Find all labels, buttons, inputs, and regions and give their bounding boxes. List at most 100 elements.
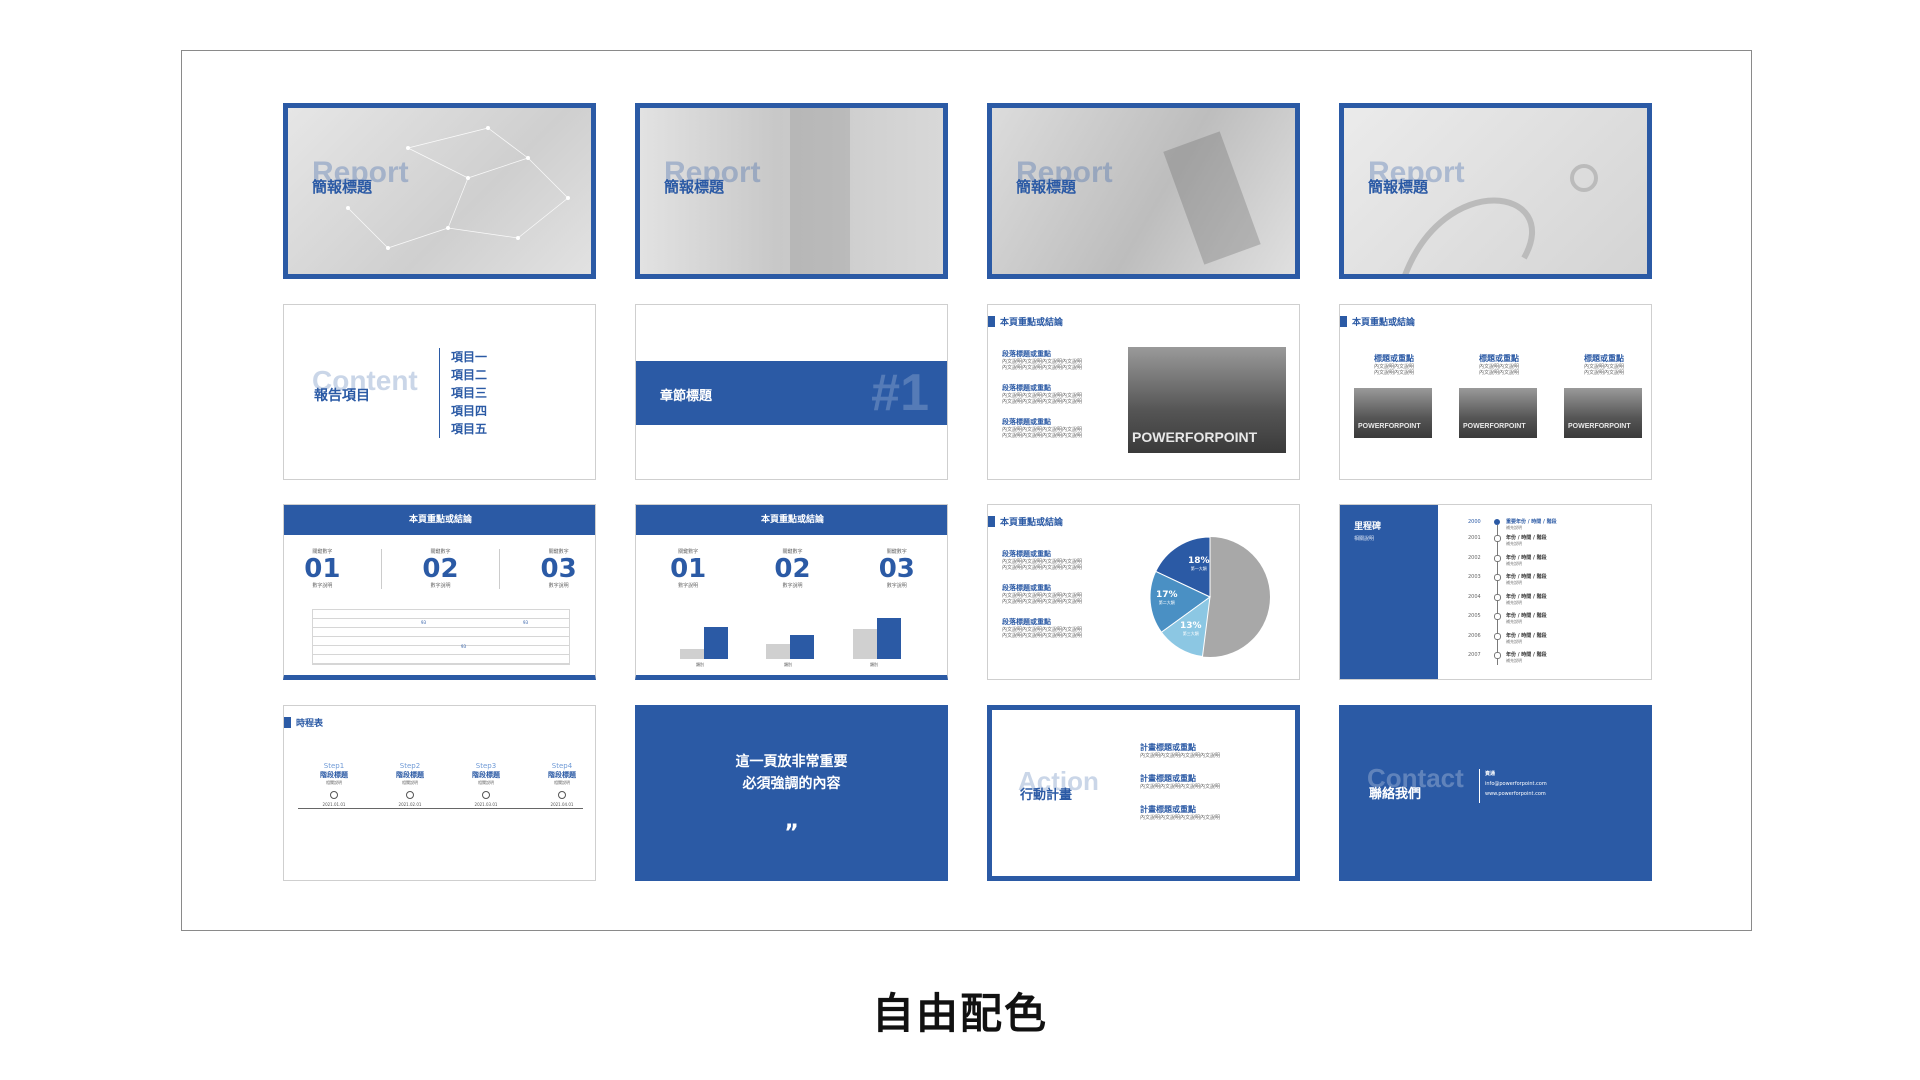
- pie-slice-label: 第二大類: [1158, 600, 1175, 605]
- timeline-text: 年份 / 時間 / 階段: [1506, 632, 1547, 639]
- step-date: 2021.01.01: [322, 802, 346, 807]
- quote-slide[interactable]: 這一頁放非常重要 必須強調的內容 ”: [635, 705, 948, 881]
- timeline-dot: [1494, 519, 1500, 525]
- number-label: 關鍵數字: [886, 549, 907, 555]
- contact-website[interactable]: www.powerforpoint.com: [1485, 791, 1546, 797]
- paragraph-title: 段落標題或重點: [1002, 384, 1051, 392]
- header-mark: [988, 516, 995, 527]
- paragraph-block: 段落標題或重點 內文說明內文說明內文說明內文說明 內文說明內文說明內文說明內文說…: [1002, 583, 1112, 605]
- slide-header: 本頁重點或結論: [988, 515, 1063, 528]
- paragraph-text: 內文說明內文說明內文說明內文說明: [1002, 427, 1083, 433]
- key-number: 01: [670, 554, 707, 584]
- timeline-year: 2003: [1468, 574, 1481, 580]
- contact-title: 聯絡我們: [1369, 787, 1422, 802]
- bar-label: 類別: [784, 662, 792, 667]
- paragraph-text: 內文說明內文說明內文說明內文說明: [1002, 633, 1083, 639]
- mini-bar-chart: [680, 618, 901, 659]
- pie-chart-slide[interactable]: 本頁重點或結論 段落標題或重點 內文說明內文說明內文說明內文說明 內文說明內文說…: [987, 504, 1300, 680]
- number-desc: 數字說明: [548, 583, 569, 589]
- cover-title: 簡報標題: [1016, 178, 1077, 196]
- three-column-slide[interactable]: 本頁重點或結論 標題或重點 內文說明內文說明 內文說明內文說明 POWERFOR…: [1339, 304, 1652, 480]
- timeline-text: 年份 / 時間 / 階段: [1506, 554, 1547, 561]
- divider: [380, 549, 382, 589]
- paragraph-title: 段落標題或重點: [1002, 618, 1051, 626]
- column: 標題或重點 內文說明內文說明 內文說明內文說明 POWERFORPOINT: [1564, 353, 1644, 438]
- column-text: 內文說明內文說明: [1373, 370, 1414, 376]
- action-item-text: 內文說明內文說明內文說明內文說明: [1140, 784, 1221, 790]
- pie-chart: [1149, 536, 1270, 658]
- timeline-note: 補充說明: [1506, 658, 1522, 663]
- key-number: 02: [774, 554, 811, 584]
- slide-header-band: 本頁重點或結論: [284, 505, 595, 535]
- timeline-year: 2002: [1468, 554, 1481, 561]
- bar-label: 類別: [696, 662, 704, 667]
- tablet-background-image: [992, 108, 1295, 274]
- pie-slice-label: 第三大類: [1182, 631, 1199, 636]
- contact-email[interactable]: info@powerforpoint.com: [1485, 781, 1547, 787]
- step-date: 2021.04.01: [550, 802, 574, 807]
- cover-slide-network[interactable]: Report 簡報標題: [283, 103, 596, 279]
- column: 標題或重點 內文說明內文說明 內文說明內文說明 POWERFORPOINT: [1354, 353, 1434, 438]
- timeline-text: 重要年份 / 時間 / 階段: [1506, 519, 1557, 525]
- cover-slide-stethoscope[interactable]: Report 簡報標題: [1339, 103, 1652, 279]
- stethoscope-background-image: [1344, 108, 1647, 274]
- column-photo: POWERFORPOINT: [1459, 388, 1537, 438]
- photo-caption: POWERFORPOINT: [1358, 423, 1421, 430]
- timeline-dot: [1494, 593, 1501, 601]
- contact-slide[interactable]: Contact 聯絡我們 資通 info@powerforpoint.com w…: [1339, 705, 1652, 881]
- timeline-dot: [1494, 613, 1501, 620]
- bar-gray: [680, 649, 704, 659]
- number-desc: 數字說明: [782, 583, 803, 589]
- cover-slide-business[interactable]: Report 簡報標題: [635, 103, 948, 279]
- content-ghost-text: Content: [312, 365, 418, 396]
- timeline-dot: [1494, 574, 1501, 581]
- content-item: 項目五: [451, 422, 488, 436]
- number-label: 關鍵數字: [782, 549, 803, 555]
- data-table: 93 93 93: [312, 609, 570, 665]
- chapter-slide[interactable]: 章節標題 #1: [635, 304, 948, 480]
- key-number: 03: [878, 554, 915, 584]
- slides-thumbnail-frame: Report 簡報標題 Report 簡報標題 Report 簡報標題 Repo…: [181, 50, 1752, 931]
- timeline-dot: [1494, 652, 1501, 659]
- cover-ghost-text: Report: [312, 156, 409, 189]
- cover-slide-tablet[interactable]: Report 簡報標題: [987, 103, 1300, 279]
- paragraph-block: 段落標題或重點 內文說明內文說明內文說明內文說明 內文說明內文說明內文說明內文說…: [1002, 383, 1112, 405]
- header-title: 時程表: [296, 719, 324, 729]
- chapter-title: 章節標題: [660, 389, 713, 404]
- header-mark: [988, 316, 995, 327]
- contact-divider: [1479, 769, 1480, 803]
- paragraph-text: 內文說明內文說明內文說明內文說明: [1002, 627, 1083, 633]
- divider: [499, 549, 501, 589]
- network-background-image: [288, 108, 591, 274]
- timeline-text: 年份 / 時間 / 階段: [1506, 593, 1547, 600]
- business-background-image: [640, 108, 943, 274]
- bar-label: 類別: [870, 662, 878, 667]
- paragraph-title: 段落標題或重點: [1002, 418, 1051, 426]
- step-label: Step2: [399, 762, 421, 770]
- paragraph-text: 內文說明內文說明內文說明內文說明: [1002, 565, 1083, 571]
- bar-blue: [704, 627, 728, 659]
- number-label: 關鍵數字: [312, 549, 333, 555]
- step-title: 階段標題: [396, 771, 424, 779]
- content-slide[interactable]: Content 報告項目 項目一 項目二 項目三 項目四 項目五: [283, 304, 596, 480]
- action-item-title: 計畫標題或重點: [1140, 774, 1196, 783]
- action-item-title: 計畫標題或重點: [1140, 805, 1196, 814]
- step-desc: 相關說明: [554, 780, 570, 785]
- suit-silhouette: [790, 108, 850, 274]
- timeline-dot: [1494, 554, 1501, 562]
- step-dot: [482, 791, 490, 799]
- step-dot: [330, 791, 338, 799]
- action-plan-slide[interactable]: Action 行動計畫 計畫標題或重點內文說明內文說明內文說明內文說明 計畫標題…: [987, 705, 1300, 881]
- paragraph-block: 段落標題或重點 內文說明內文說明內文說明內文說明 內文說明內文說明內文說明內文說…: [1002, 549, 1112, 571]
- column-text: 內文說明內文說明: [1373, 364, 1414, 370]
- summary-photo-slide[interactable]: 本頁重點或結論 段落標題或重點 內文說明內文說明內文說明內文說明 內文說明內文說…: [987, 304, 1300, 480]
- action-item-title: 計畫標題或重點: [1140, 743, 1196, 752]
